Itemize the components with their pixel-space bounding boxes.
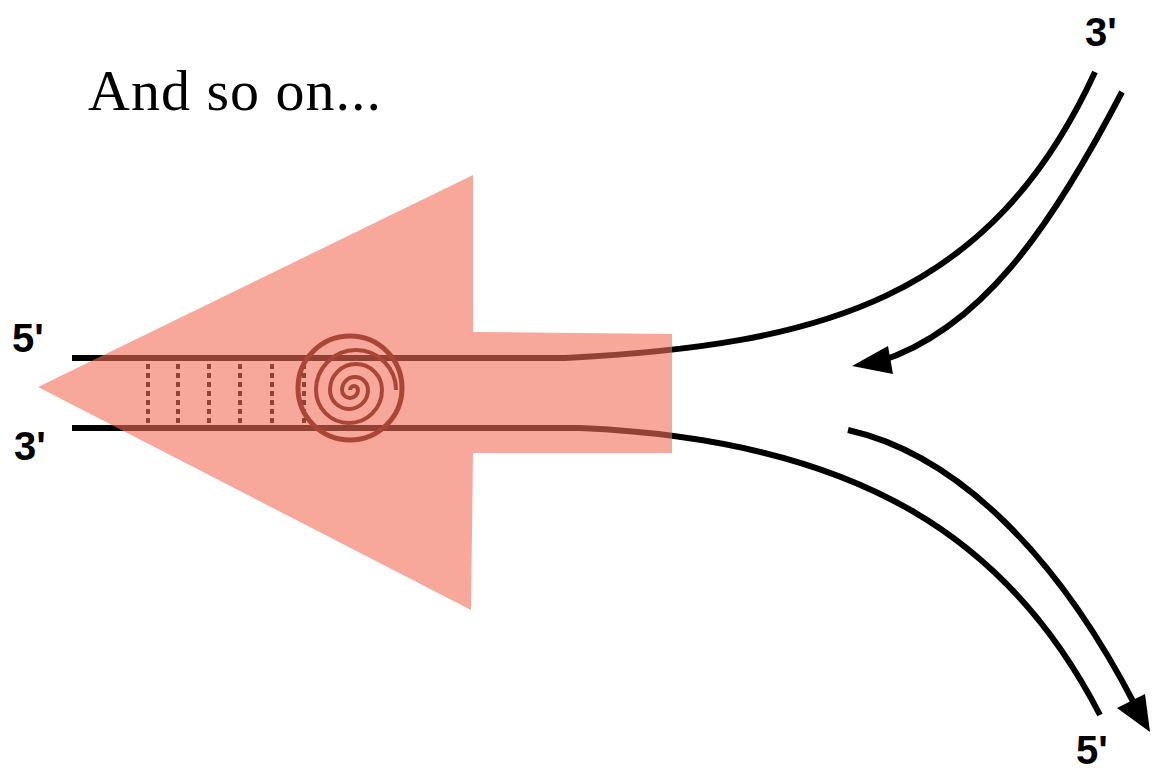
new-strand-bottom — [848, 430, 1135, 705]
strand-end-label: 3' — [14, 426, 46, 466]
strand-end-label: 3' — [1085, 12, 1117, 52]
arrowhead-top — [852, 346, 893, 374]
direction-arrow — [38, 175, 672, 610]
new-strand-top — [878, 92, 1122, 362]
arrowhead-bottom — [1117, 694, 1150, 732]
strand-end-label: 5' — [12, 318, 44, 358]
strand-end-label: 5' — [1076, 730, 1108, 770]
note-text: And so on... — [88, 62, 382, 120]
